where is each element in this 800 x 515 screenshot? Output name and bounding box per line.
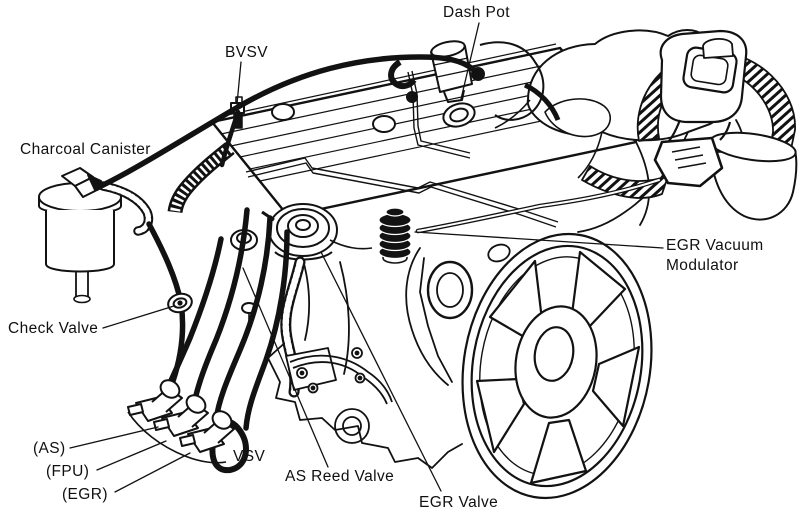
air-bowl-drawing	[709, 131, 798, 221]
leader-bvsv	[236, 61, 242, 105]
leader-lines	[69, 22, 664, 493]
egr-vacuum-modulator-drawing	[378, 207, 412, 264]
egr-valve-drawing	[261, 203, 373, 261]
leader-egr-vacuum-modulator	[414, 231, 664, 249]
label-bvsv: BVSV	[225, 44, 268, 61]
dash-pot-drawing	[388, 40, 561, 159]
canister-hatched-hose	[98, 181, 154, 236]
charcoal-canister-drawing	[38, 167, 122, 304]
leader-fpu	[96, 440, 167, 471]
leader-dash-pot	[460, 22, 480, 100]
leader-as	[69, 426, 159, 449]
leader-egr-valve	[320, 251, 442, 492]
sensor-flag-box-drawing	[653, 136, 724, 188]
label-vsv: VSV	[233, 448, 266, 465]
label-as: (AS)	[33, 440, 66, 457]
label-charcoal-canister: Charcoal Canister	[20, 141, 151, 158]
label-dash-pot: Dash Pot	[443, 4, 510, 21]
fan-pulley-drawing	[461, 232, 653, 500]
check-valve-drawing	[167, 292, 193, 314]
distributor-drawing	[659, 29, 748, 143]
label-egr-valve: EGR Valve	[419, 494, 499, 511]
heat-shield-band	[167, 142, 235, 214]
label-egr-vacuum-modulator: EGR Vacuum Modulator	[666, 237, 764, 274]
as-pipe-flange-drawing	[285, 347, 393, 405]
label-fpu: (FPU)	[46, 463, 90, 480]
leader-egr	[114, 452, 191, 493]
label-check-valve: Check Valve	[8, 320, 99, 337]
engine-block-drawing	[267, 119, 745, 469]
vsv-assembly-drawing	[127, 379, 235, 464]
leader-check-valve	[102, 305, 175, 329]
label-as-reed-valve: AS Reed Valve	[285, 468, 395, 485]
leader-as-reed-valve	[242, 267, 329, 468]
vacuum-tube-drawing	[415, 177, 662, 234]
label-egr: (EGR)	[62, 486, 108, 503]
